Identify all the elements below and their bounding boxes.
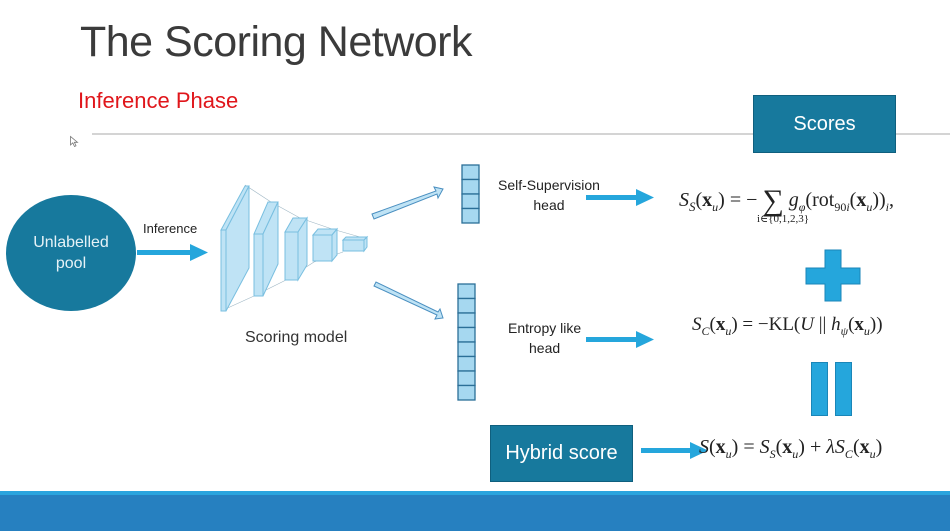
inference-arrow-icon xyxy=(137,244,208,261)
self-supervision-head-line2: head xyxy=(533,197,565,213)
hybrid-score-formula: S(xu) = SS(xu) + λSC(xu) xyxy=(699,436,883,461)
entropy-head-vector-cell xyxy=(457,326,476,343)
slide-title: The Scoring Network xyxy=(80,18,473,66)
entropy-head-vector-cell xyxy=(457,370,476,387)
scoring-model-label: Scoring model xyxy=(245,329,348,346)
entropy-to-formula-arrow-icon xyxy=(586,331,654,348)
entropy-head-vector-cell xyxy=(457,355,476,372)
entropy-head-line2: head xyxy=(529,340,561,356)
entropy-head-vector-cell xyxy=(457,384,476,401)
self-supervision-head-vector xyxy=(461,164,480,224)
branch-arrow-up-icon xyxy=(371,186,444,220)
self-supervision-score-formula: SS(xu) = − ∑ gφ(rot90i(xu))i, xyxy=(679,184,894,217)
entropy-score-formula: SC(xu) = −KL(U || hψ(xu)) xyxy=(692,314,883,338)
pool-label-line1: Unlabelled xyxy=(33,234,109,251)
self-supervision-head-vector-cell xyxy=(461,178,480,195)
hybrid-score-box: Hybrid score xyxy=(490,425,633,482)
slide-subtitle: Inference Phase xyxy=(78,88,239,113)
unlabelled-pool-node: Unlabelled pool xyxy=(6,195,136,311)
self-supervision-head-vector-cell xyxy=(461,193,480,210)
equals-icon xyxy=(811,362,852,416)
entropy-head-vector-cell xyxy=(457,341,476,358)
cnn-layer-2 xyxy=(253,201,279,297)
scores-box: Scores xyxy=(753,95,896,153)
footer-bar xyxy=(0,495,950,531)
plus-icon xyxy=(805,249,861,302)
cnn-layer-3 xyxy=(284,216,308,282)
self-supervision-head-vector-cell xyxy=(461,164,480,181)
entropy-head-line1: Entropy like xyxy=(508,320,582,336)
entropy-head-vector-cell xyxy=(457,283,476,300)
branch-arrow-down-icon xyxy=(373,281,444,320)
cnn-layer-5 xyxy=(341,235,369,253)
self-supervision-head-line1: Self-Supervision xyxy=(498,177,600,193)
cnn-layer-4 xyxy=(311,227,339,263)
entropy-head-vector xyxy=(457,283,476,401)
entropy-head-vector-cell xyxy=(457,312,476,329)
hybrid-to-formula-arrow-icon xyxy=(641,442,708,459)
inference-label: Inference xyxy=(143,221,198,236)
self-supervision-head-label: Self-Supervision head xyxy=(498,175,600,215)
pool-label-line2: pool xyxy=(55,255,87,272)
title-divider xyxy=(92,133,950,135)
mouse-cursor-icon xyxy=(70,135,79,148)
cnn-layer-1 xyxy=(220,185,250,312)
entropy-head-vector-cell xyxy=(457,297,476,314)
sum-index-range: i∈{0,1,2,3} xyxy=(757,213,810,225)
footer-accent-stripe xyxy=(0,491,950,495)
entropy-head-label: Entropy like head xyxy=(508,318,581,358)
self-supervision-head-vector-cell xyxy=(461,207,480,224)
